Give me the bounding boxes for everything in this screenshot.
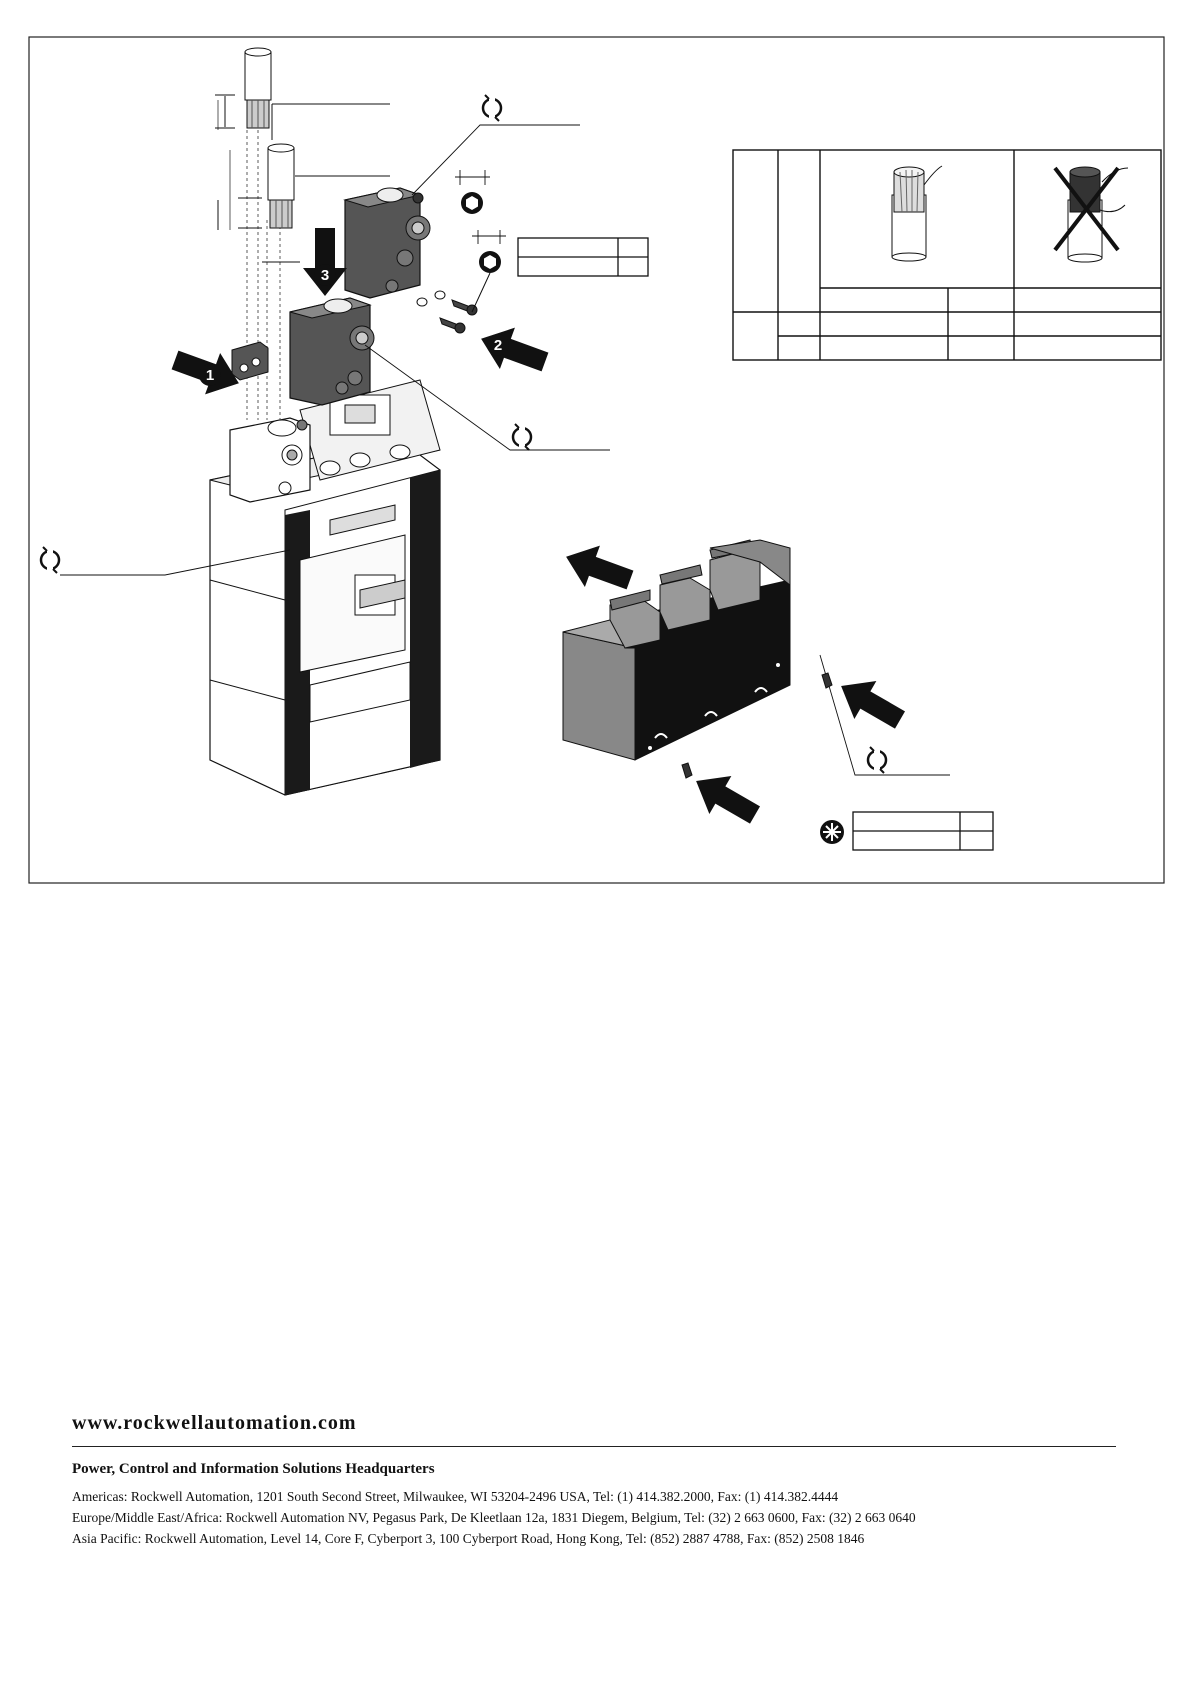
website-url[interactable]: www.rockwellautomation.com (72, 1412, 357, 1434)
headquarters-heading: Power, Control and Information Solutions… (72, 1461, 435, 1477)
installed-lug (229, 417, 311, 503)
svg-text:3: 3 (321, 267, 329, 284)
svg-text:1: 1 (206, 367, 214, 384)
step-arrow-1: 1 (167, 339, 247, 404)
lug-screws (416, 290, 478, 334)
wire-type-table (732, 149, 1162, 361)
cover-removal-arrow (558, 536, 638, 601)
address-americas: Americas: Rockwell Automation, 1201 Sout… (72, 1489, 839, 1504)
cover-screws (681, 672, 833, 779)
hex-key-icon (461, 192, 501, 313)
stranded-wire-icon (891, 165, 943, 262)
cover-torque-table (852, 811, 994, 851)
torque-value-table (517, 237, 649, 277)
installation-diagram: 1 2 3 (28, 36, 1165, 884)
address-emea: Europe/Middle East/Africa: Rockwell Auto… (72, 1510, 916, 1525)
footer-divider (72, 1446, 1116, 1447)
wire-connector-block (231, 341, 269, 381)
step-arrow-2: 2 (473, 318, 553, 383)
cable-top (215, 47, 390, 140)
terminal-cover (562, 539, 791, 761)
figure-frame (28, 36, 1165, 884)
phillips-screwdriver-icon (820, 820, 844, 844)
crossed-wire-icon (1053, 166, 1129, 263)
leader-lines (60, 124, 950, 776)
lug-lower (289, 297, 375, 406)
cable-second (217, 143, 390, 263)
step-arrow-3: 3 (303, 228, 347, 296)
svg-text:2: 2 (494, 337, 502, 354)
lug-upper (343, 187, 431, 299)
address-asia-pacific: Asia Pacific: Rockwell Automation, Level… (72, 1531, 865, 1546)
